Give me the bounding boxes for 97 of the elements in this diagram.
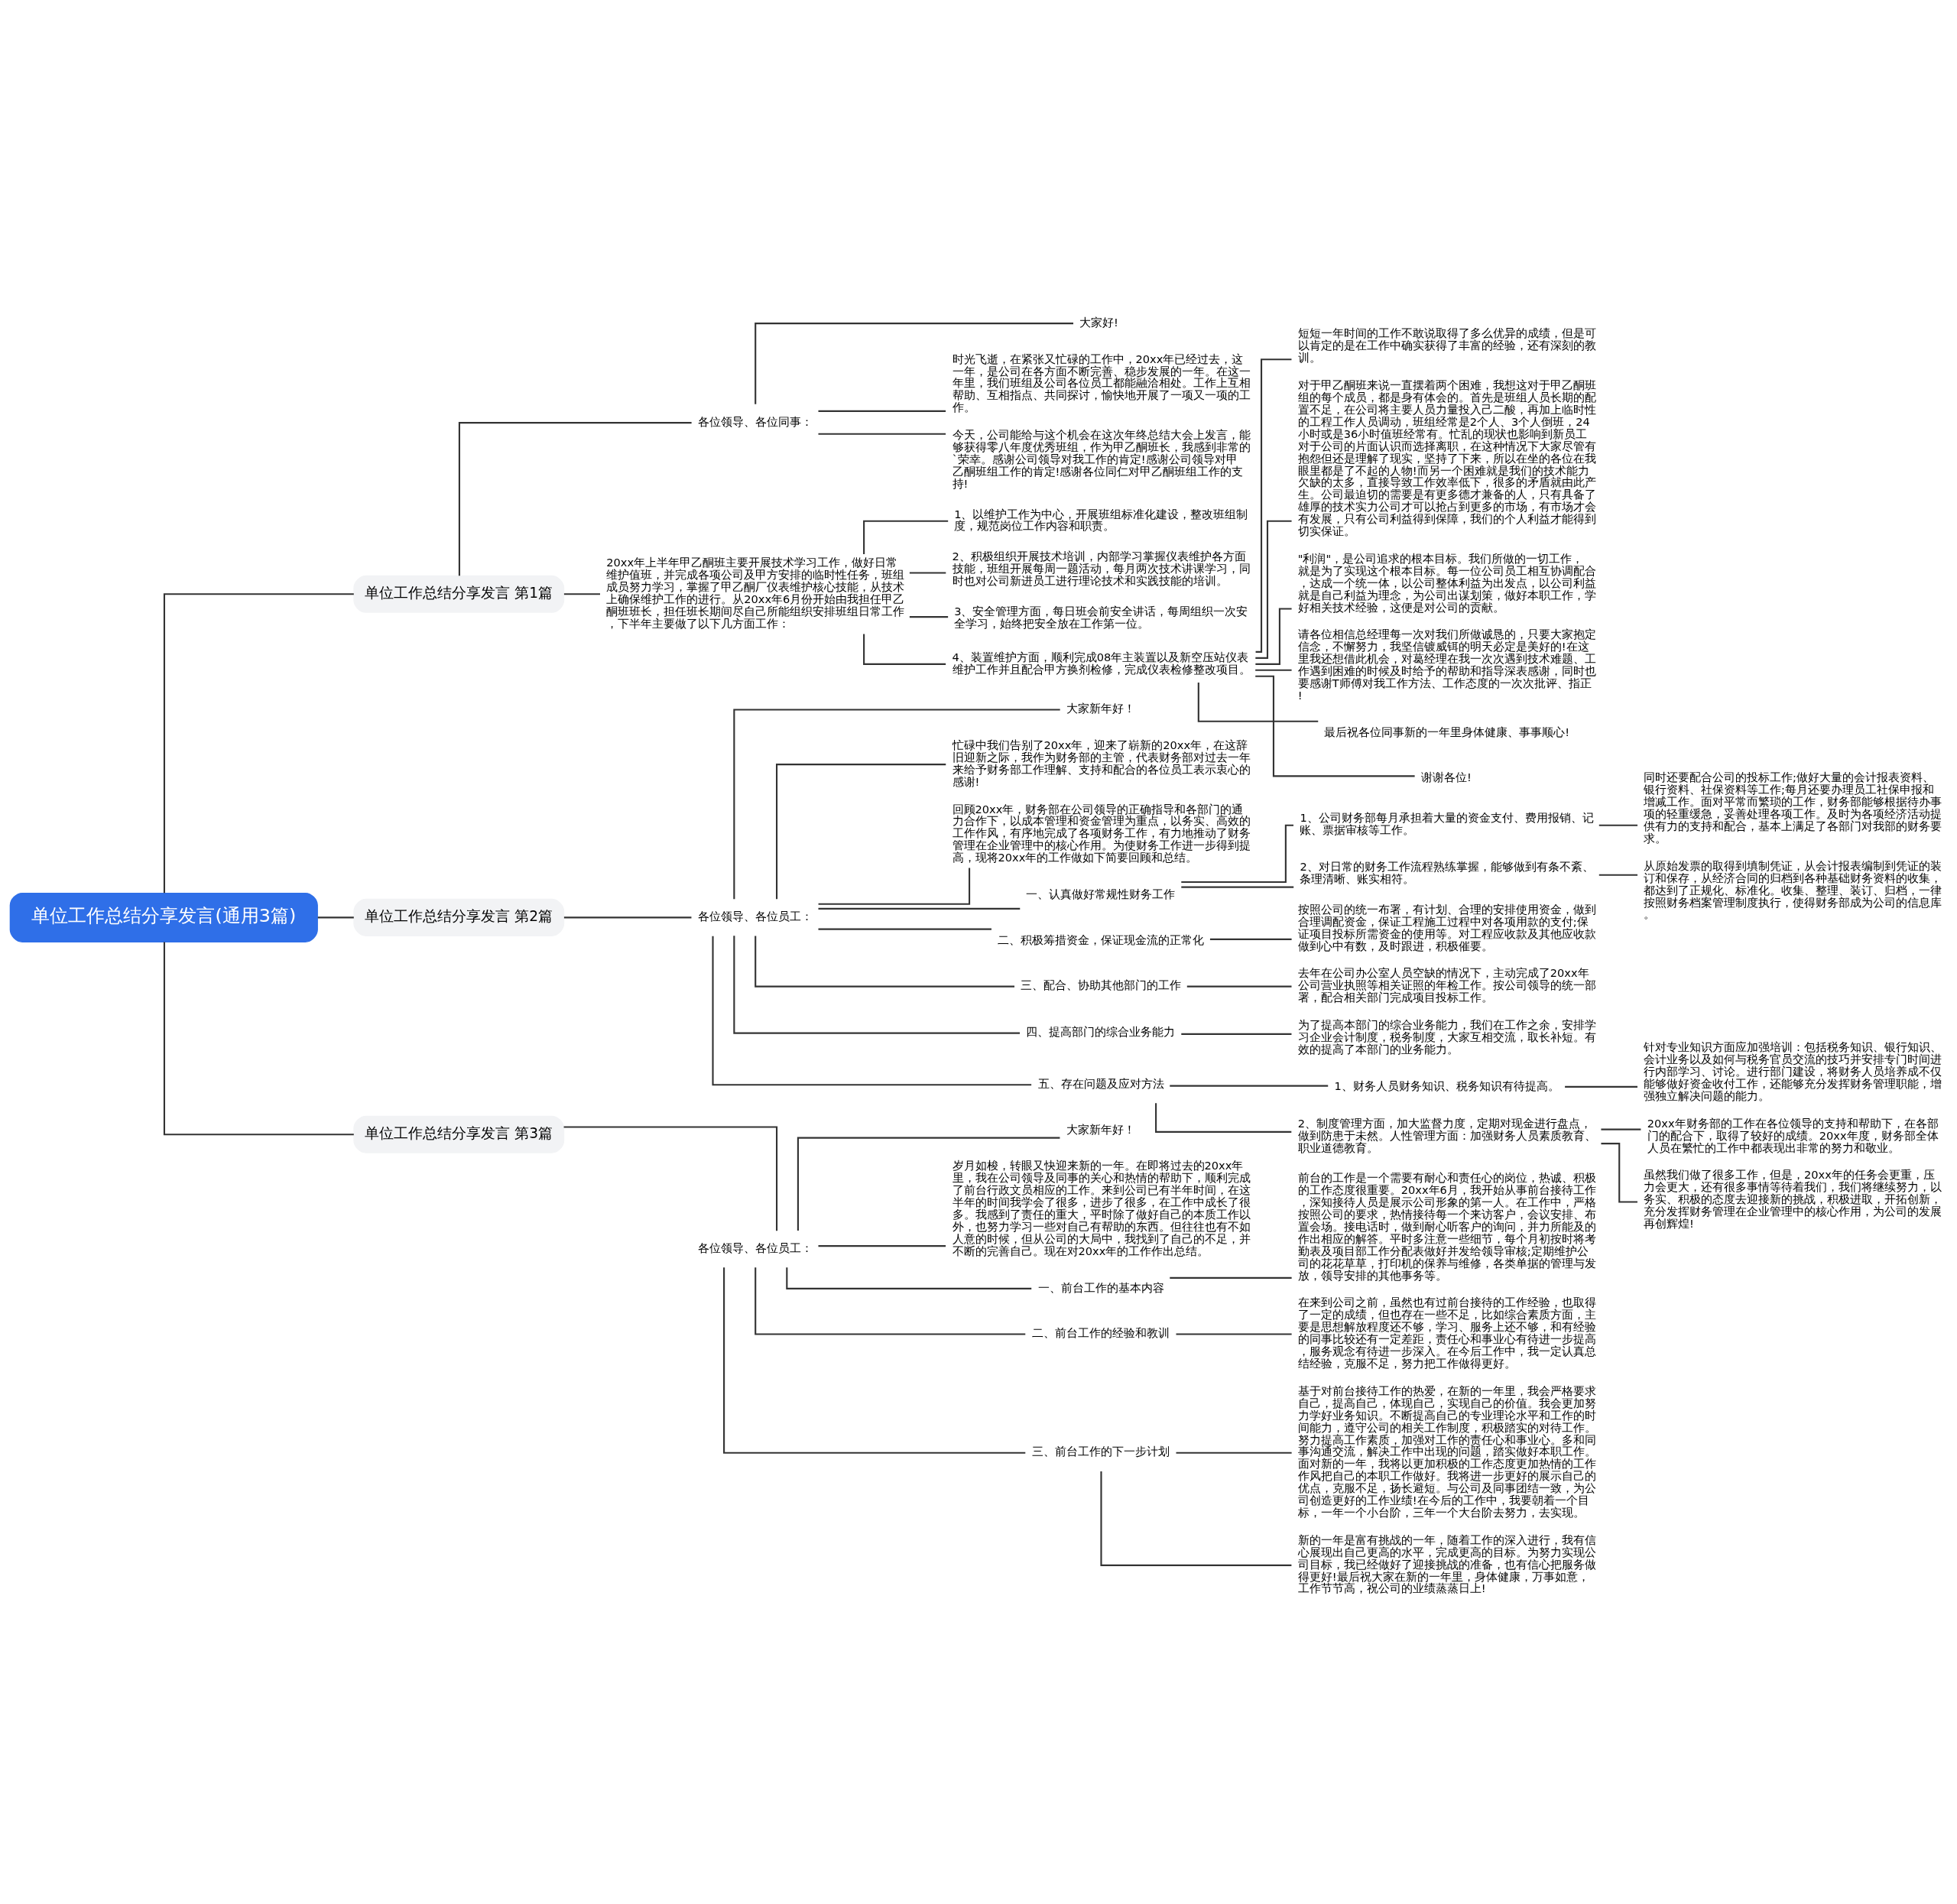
node-text: 4、装置维护方面，顺利完成08年主装置以及新空压站仪表维护工作并且配合甲方换剂检修，完成仪表检修整改项目。 [952,650,1251,676]
node-box: 单位工作总结分享发言 第2篇 [353,898,565,936]
connector [1181,886,1294,888]
connector [1255,520,1292,659]
connector [1255,669,1292,671]
node-text: 一、前台工作的基本内容 [1037,1280,1164,1294]
connector [1601,1128,1641,1130]
node-text: 2、积极组织开展技术培训，内部学习掌握仪表维护各方面技能，班组开展每周一题活动，每月两次技术讲课学习，同时也对公司新进员工进行理论技术和实践技能的培训。 [952,550,1251,588]
connector [712,936,1032,1086]
connector [863,634,946,665]
node-text: 短短一年时间的工作不敢说取得了多么优异的成绩，但是可以肯定的是在工作中确实获得了丰富的经验，还有深刻的教训。 [1297,326,1596,365]
node-box: 单位工作总结分享发言 第1篇 [353,575,565,613]
node-text: 去年在公司办公室人员空缺的情况下，主动完成了20xx年公司营业执照等相关证照的年检工作。按公司领导的统一部署，配合相关部门完成项目投标工作。 [1297,966,1596,1004]
node-text: 时光飞逝，在紧张又忙碌的工作中，20xx年已经过去，这一年，是公司在各方面不断完善、稳步发展的一年。在这一年里，我们班组及公司各位员工都能融洽相处。工作上互相帮助、互相指点、共同探讨，愉快地开展了一项又一项的工作。 [952,352,1251,414]
node-text: 按照公司的统一布署，有计划、合理的安排使用资金，做到合理调配资金，保证工程施工过程中对各项用款的支付;保证项目投标所需资金的使用等。对工程应收款及其他应收款做到心中有数，及时跟进，积极催要。 [1297,902,1596,952]
node-text: 同时还要配合公司的投标工作;做好大量的会计报表资料、银行资料、社保资料等工作;每月还要办理员工社保申报和增减工作。面对平常而繁琐的工作，财务部能够根据待办事项的轻重缓急，妥善处理各项工作。及时为各项经济活动提供有力的支持和配合，基本上满足了各部门对我部的财务要求。 [1644,770,1942,845]
connector [776,764,946,900]
connector [755,1267,1026,1335]
connector [1100,1471,1292,1566]
node-text: 二、积极筹措资金，保证现金流的正常化 [998,933,1205,946]
connector [818,907,1021,910]
node-text: "利润"，是公司追求的根本目标。我们所做的一切工作，就是为了实现这个根本目标。每一位公司员工相互协调配合，达成一个统一体，以公司整体利益为出发点，以公司利益就是自己利益为理念，为公司出谋划策，做好本职工作，学好相关技术经验，这便是对公司的贡献。 [1297,551,1596,614]
connector [1598,874,1638,876]
node-box: 单位工作总结分享发言 第3篇 [353,1115,565,1153]
connector [1170,1276,1292,1279]
node-text: 从原始发票的取得到填制凭证，从会计报表编制到凭证的装订和保存，从经济合同的归档到各种基础财务资料的收集，都达到了正规化、标准化。收集、整理、装订、归档，一律按照财务档案管理制度执行，使得财务部成为公司的信息库。 [1644,858,1942,921]
node-text: 各位领导、各位同事： [697,414,813,428]
connector [755,936,1015,988]
node-text: 一、认真做好常规性财务工作 [1026,887,1176,900]
connector [863,520,949,555]
node-text: 2、制度管理方面，加大监督力度，定期对现金进行盘点，做到防患于未然。人性管理方面：加强财务人员素质教育、职业道德教育。 [1297,1116,1596,1154]
node-text: 五、存在问题及应对方法 [1037,1076,1164,1090]
connector [458,422,692,576]
connector [317,916,354,919]
connector [723,1267,1026,1454]
node-text: 大家好! [1079,315,1118,329]
node-text: 忙碌中我们告别了20xx年，迎来了崭新的20xx年，在这辞旧迎新之际，我作为财务部的主管，代表财务部对过去一年来给予财务部工作理解、支持和配合的各位员工表示衷心的感谢! [952,738,1251,788]
connector [1155,1103,1292,1133]
connector [1209,938,1292,940]
connector [1186,985,1292,988]
node-text: 四、提高部门的综合业务能力 [1026,1025,1176,1039]
node-text: 2、对日常的财务工作流程熟练掌握，能够做到有条不紊、条理清晰、账实相符。 [1300,860,1594,886]
node-text: 三、配合、协助其他部门的工作 [1021,978,1182,992]
node-text: 各位领导、各位员工： [697,910,813,923]
node-text: 1、以维护工作为中心，开展班组标准化建设，整改班组制度，规范岗位工作内容和职责。 [954,507,1248,533]
node-box: 单位工作总结分享发言(通用3篇) [9,892,318,942]
node-text: 岁月如梭，转眼又快迎来新的一年。在即将过去的20xx年里，我在公司领导及同事的关心和热情的帮助下，顺利完成了前台行政文员相应的工作。来到公司已有半年时间，在这半年的时间我学会了很多，进步了很多，在工作中成长了很多。我感到了责任的重大，平时除了做好自己的本质工作以外，也努力学习一些对自己有帮助的东西。但往往也有不如人意的时候，但从公司的大局中，我找到了自己的不足，并不断的完善自己。现在对20xx年的工作作出总结。 [952,1159,1251,1257]
node-text: 三、前台工作的下一步计划 [1031,1445,1170,1458]
connector [786,1267,1032,1289]
node-text: 二、前台工作的经验和教训 [1031,1326,1170,1340]
connector [1170,1085,1329,1087]
connector [818,928,991,930]
node-text: 20xx年财务部的工作在各位领导的支持和帮助下，在各部门的配合下，取得了较好的成绩。20xx年度，财务部全体人员在繁忙的工作中都表现出非常的努力和敬业。 [1647,1116,1939,1154]
connector [818,410,946,412]
connector [1176,1452,1292,1454]
connector [909,616,949,618]
connector [755,323,1073,404]
connector [563,593,600,595]
connector [818,868,971,905]
node-text: 1、公司财务部每月承担着大量的资金支付、费用报销、记账、票据审核等工作。 [1300,811,1594,837]
node-text: 大家新年好！ [1066,1122,1135,1136]
node-text: 今天，公司能给与这个机会在这次年终总结大会上发言，能够获得零八年度优秀班组，作为甲乙酮班长，我感到非常的`荣幸。感谢公司领导对我工作的肯定!感谢公司领导对甲乙酮班组工作的肯定!感谢各位同仁对甲乙酮班组工作的支持! [952,428,1251,490]
node-text: 新的一年是富有挑战的一年，随着工作的深入进行，我有信心展现出自己更高的水平，完成更高的目标。为努力实现公司目标，我已经做好了迎接挑战的准备，也有信心把服务做得更好!最后祝大家在新的一年里，身体健康，万事如意，工作节节高，祝公司的业绩蒸蒸日上! [1297,1533,1596,1595]
node-text: 为了提高本部门的综合业务能力，我们在工作之余，安排学习企业会计制度，税务制度，大家互相交流，取长补短。有效的提高了本部门的业务能力。 [1297,1018,1596,1056]
connector [563,1126,778,1231]
connector [1176,1333,1292,1335]
connector [733,936,1020,1034]
connector [563,916,692,919]
node-text: 20xx年上半年甲乙酮班主要开展技术学习工作，做好日常维护值班，并完成各项公司及甲方安排的临时性任务，班组成员努力学习，掌握了甲乙酮厂仪表维护核心技能，从技术上确保维护工作的进行。从20xx年6月份开始由我担任甲乙酮班班长，担任班长期间尽自己所能组织安排班组日常工作，下半年主要做了以下几方面工作： [606,556,905,630]
connector [163,942,354,1136]
connector [1197,682,1319,722]
connector [1255,608,1292,665]
node-text: 在来到公司之前，虽然也有过前台接待的工作经验，也取得了一定的成绩，但也存在一些不足，比如综合素质方面，主要是思想解放程度还不够，学习、服务上还不够，和有经验的同事比较还有一定差距，责任心和事业心有待进一步提高，服务观念有待进一步深入。在今后工作中，我一定认真总结经验，克服不足，努力把工作做得更好。 [1297,1296,1596,1370]
node-text: 虽然我们做了很多工作，但是，20xx年的任务会更重，压力会更大，还有很多事情等待着我们，我们将继续努力，以务实、积极的态度去迎接新的挑战，积极进取，开拓创新，充分发挥财务管理在企业管理中的核心作用，为公司的发展再创辉煌! [1644,1168,1942,1230]
node-text: 1、财务人员财务知识、税务知识有待提高。 [1334,1079,1559,1092]
connector [1565,1085,1637,1088]
node-text: 基于对前台接待工作的热爱，在新的一年里，我会严格要求自己，提高自己，体现自己，实现自己的价值。我会更加努力学好业务知识。不断提高自己的专业理论水平和工作的时间能力，遵守公司的相关工作制度，积极踏实的对待工作。努力提高工作素质，加强对工作的责任心和事业心。多和同事沟通交流，解决工作中出现的问题，踏实做好本职工作。面对新的一年，我将以更加积极的工作态度更加热情的工作作风把自己的本职工作做好。我将进一步更好的展示自己的优点，克服不足，扬长避短。与公司及同事团结一致，为公司创造更好的工作业绩!在今后的工作中，我要朝着一个目标，一年一个小台阶，三年一个大台阶去努力，去实现。 [1297,1383,1596,1519]
node-text: 最后祝各位同事新的一年里身体健康、事事顺心! [1324,725,1570,738]
node-text: 各位领导、各位员工： [697,1241,813,1254]
connector [1255,675,1415,777]
connector [1598,824,1638,826]
node-text: 谢谢各位! [1420,770,1472,784]
connector [909,572,946,574]
connector [797,1137,1060,1231]
node-text: 大家新年好！ [1066,702,1135,715]
connector [1181,1033,1292,1035]
connector [163,593,354,894]
node-text: 3、安全管理方面，每日班会前安全讲话，每周组织一次安全学习，始终把安全放在工作第一位。 [954,604,1248,630]
node-text: 针对专业知识方面应加强培训：包括税务知识、银行知识、会计业务以及如何与税务官员交流的技巧并安排专门时间进行内部学习、讨论。进行部门建设，将财务人员培养成不仅能够做好资金收付工作，还能够充分发挥财务管理职能，增强独立解决问题的能力。 [1644,1040,1942,1102]
connector [733,709,1060,900]
connector [818,433,946,435]
node-text: 对于甲乙酮班来说一直摆着两个困难，我想这对于甲乙酮班组的每个成员，都是身有体会的。首先是班组人员长期的配置不足，在公司将主要人员力量投入己二酸，再加上临时性的工程工作人员调动，班组经常是2个人、3个人倒班，24小时或是36小时值班经常有。忙乱的现状也影响到新员工对于公司的片面认识而选择离职，在这种情况下大家尽管有抱怨但还是理解了现实，坚持了下来，所以在坐的各位在我眼里都是了不起的人物!而另一个困难就是我们的技术能力欠缺的太多，直接导致工作效率低下，很多的矛盾就由此产生。公司最迫切的需要是有更多德才兼备的人，只有具备了雄厚的技术实力公司才可以抢占到更多的市场，有市场才会有发展，只有公司利益得到保障，我们的个人利益才能得到切实保证。 [1297,378,1596,538]
connector [1255,358,1292,653]
node-text: 请各位相信总经理每一次对我们所做诚恳的，只要大家抱定信念，不懈努力，我坚信镀威铒的明天必定是美好的!在这里我还想借此机会，对葛经理在我一次次遇到技术难题、工作遇到困难的时候及时给予的帮助和指导深表感谢，同时也要感谢T师傅对我工作方法、工作态度的一次次批评、指正! [1297,628,1596,702]
connector [818,1245,946,1247]
node-text: 回顾20xx年，财务部在公司领导的正确指导和各部门的通力合作下，以成本管理和资金管理为重点，以务实、高效的工作作风，有序地完成了各项财务工作，有力地推动了财务管理在企业管理中的核心作用。为使财务工作进一步得到提高，现将20xx年的工作做如下简要回顾和总结。 [952,802,1251,864]
node-text: 前台的工作是一个需要有耐心和责任心的岗位，热诚、积极的工作态度很重要。20xx年6月，我开始从事前台接待工作，深知接待人员是展示公司形象的第一人。在工作中，严格按照公司的要求，热情接待每一个来访客户，会议安排、布置会场。接电话时，做到耐心听客户的询问，并力所能及的作出相应的解答。平时多注意一些细节，每个月初按时将考勤表及项目部工作分配表做好并发给领导审核;定期维护公司的花花草草，打印机的保养与维修，各类单据的管理与发放，领导安排的其他事务等。 [1297,1171,1596,1282]
